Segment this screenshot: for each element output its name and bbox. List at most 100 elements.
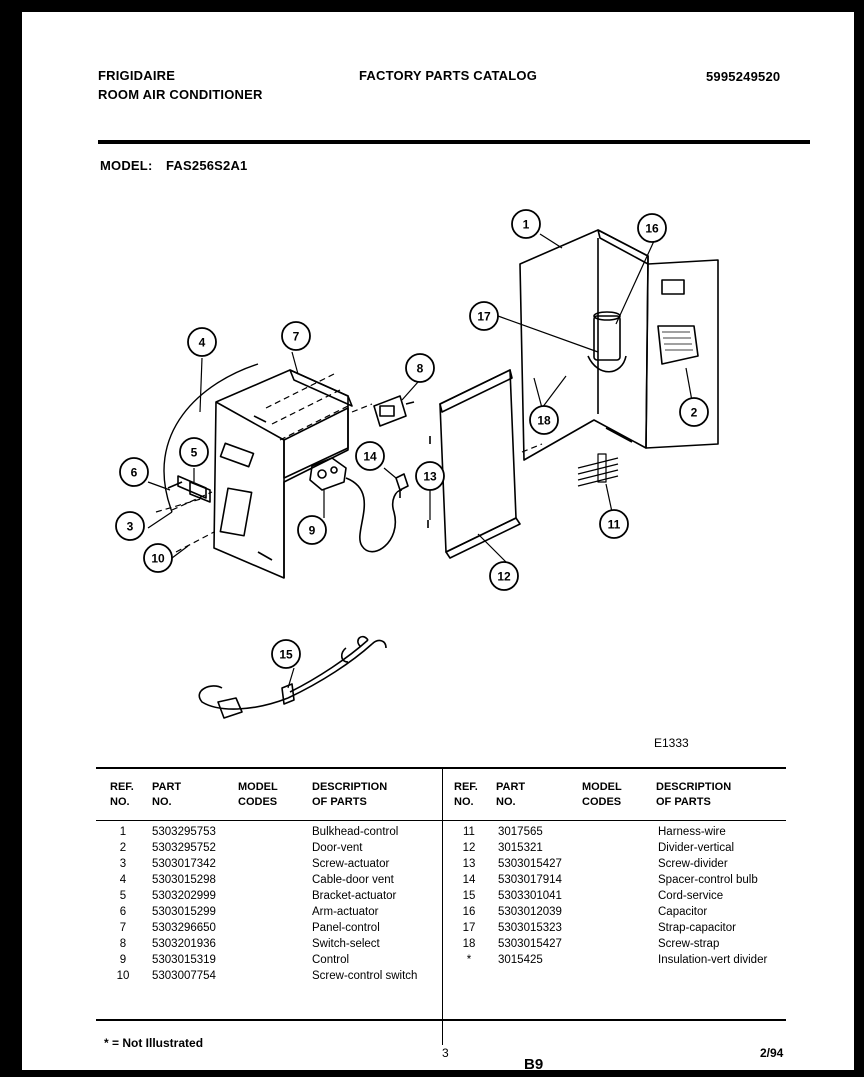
cell-ref: 1 <box>119 826 127 838</box>
parts-catalog-page: FRIGIDAIRE ROOM AIR CONDITIONER FACTORY … <box>22 12 854 1073</box>
cell-ref: 3 <box>119 858 127 870</box>
cell-desc: Control <box>312 954 350 966</box>
panel-control-drawing <box>213 369 353 579</box>
table-row: 1 5303295753 Bulkhead-control <box>108 826 448 842</box>
not-illustrated-note: * = Not Illustrated <box>104 1036 204 1050</box>
cell-desc: Capacitor <box>658 906 708 918</box>
cell-desc: Cable-door vent <box>312 874 394 886</box>
col-part: PART <box>152 781 182 793</box>
col-desc-2: OF PARTS <box>656 796 711 808</box>
cell-desc: Screw-divider <box>658 858 728 870</box>
callout-13: 13 <box>415 461 445 491</box>
cell-ref: 8 <box>119 938 127 950</box>
catalog-number: 5995249520 <box>706 69 781 84</box>
callout-14: 14 <box>355 441 385 471</box>
cell-part: 5303015319 <box>152 954 216 966</box>
callout-label: 6 <box>131 466 138 480</box>
cell-part: 5303015323 <box>498 922 562 934</box>
control-drawing <box>309 457 403 553</box>
callout-10: 10 <box>143 543 173 573</box>
cell-part: 5303295753 <box>152 826 216 838</box>
col-ref: REF. <box>454 781 478 793</box>
switch-select-drawing <box>373 395 415 427</box>
model-number: FAS256S2A1 <box>166 158 248 173</box>
cell-desc: Bulkhead-control <box>312 826 399 838</box>
cell-part: 5303017914 <box>498 874 562 886</box>
cell-ref: 13 <box>462 858 476 870</box>
capacitor-drawing <box>587 311 627 373</box>
col-model: MODEL <box>582 781 622 793</box>
cell-part: 5303015298 <box>152 874 216 886</box>
cell-desc: Screw-control switch <box>312 970 418 982</box>
col-model: MODEL <box>238 781 278 793</box>
bracket-actuator-drawing <box>167 475 211 503</box>
callout-label: 2 <box>691 406 698 420</box>
cell-desc: Divider-vertical <box>658 842 735 854</box>
cell-ref: 6 <box>119 906 127 918</box>
divider-vertical-drawing <box>439 369 521 559</box>
callout-label: 7 <box>293 330 300 344</box>
cell-ref: 15 <box>462 890 476 902</box>
callout-17: 17 <box>469 301 499 331</box>
callout-6: 6 <box>119 457 149 487</box>
bulkhead-control-drawing <box>519 229 719 461</box>
table-divider <box>442 769 443 1045</box>
callout-label: 1 <box>523 218 530 232</box>
callout-label: 14 <box>363 450 377 464</box>
cell-part: 5303017342 <box>152 858 216 870</box>
model-label: MODEL: <box>100 158 153 173</box>
table-row: 15 5303301041 Cord-service <box>454 890 794 906</box>
col-ref-2: NO. <box>110 796 130 808</box>
cell-ref: * <box>466 954 472 966</box>
callout-8: 8 <box>405 353 435 383</box>
cell-part: 5303015427 <box>498 938 562 950</box>
cell-part: 5303015427 <box>498 858 562 870</box>
col-desc-2: OF PARTS <box>312 796 367 808</box>
cell-ref: 4 <box>119 874 127 886</box>
cell-desc: Arm-actuator <box>312 906 379 918</box>
cell-desc: Strap-capacitor <box>658 922 736 934</box>
col-part-2: NO. <box>496 796 516 808</box>
callout-12: 12 <box>489 561 519 591</box>
callout-11: 11 <box>599 509 629 539</box>
callout-label: 8 <box>417 362 424 376</box>
col-model-2: CODES <box>582 796 622 808</box>
callout-label: 15 <box>279 648 293 662</box>
callout-label: 9 <box>309 524 316 538</box>
cell-ref: 7 <box>119 922 127 934</box>
cell-part: 5303301041 <box>498 890 562 902</box>
table-row: 9 5303015319 Control <box>108 954 448 970</box>
cell-desc: Cord-service <box>658 890 724 902</box>
header-rule <box>98 140 810 144</box>
spacer-control-bulb-drawing <box>395 473 409 498</box>
cell-part: 5303202999 <box>152 890 216 902</box>
cell-part: 5303015299 <box>152 906 216 918</box>
cell-desc: Bracket-actuator <box>312 890 397 902</box>
col-model-2: CODES <box>238 796 278 808</box>
catalog-title: FACTORY PARTS CATALOG <box>359 68 538 83</box>
brand-name: FRIGIDAIRE <box>98 68 176 83</box>
col-ref: REF. <box>110 781 134 793</box>
cell-desc: Screw-strap <box>658 938 720 950</box>
cell-part: 5303012039 <box>498 906 562 918</box>
print-date: 2/94 <box>760 1046 784 1060</box>
cell-ref: 9 <box>119 954 127 966</box>
table-row: 6 5303015299 Arm-actuator <box>108 906 448 922</box>
cell-ref: 2 <box>119 842 127 854</box>
callout-7: 7 <box>281 321 311 351</box>
cord-service-drawing <box>198 635 387 719</box>
callout-9: 9 <box>297 515 327 545</box>
col-ref-2: NO. <box>454 796 474 808</box>
cell-desc: Door-vent <box>312 842 363 854</box>
